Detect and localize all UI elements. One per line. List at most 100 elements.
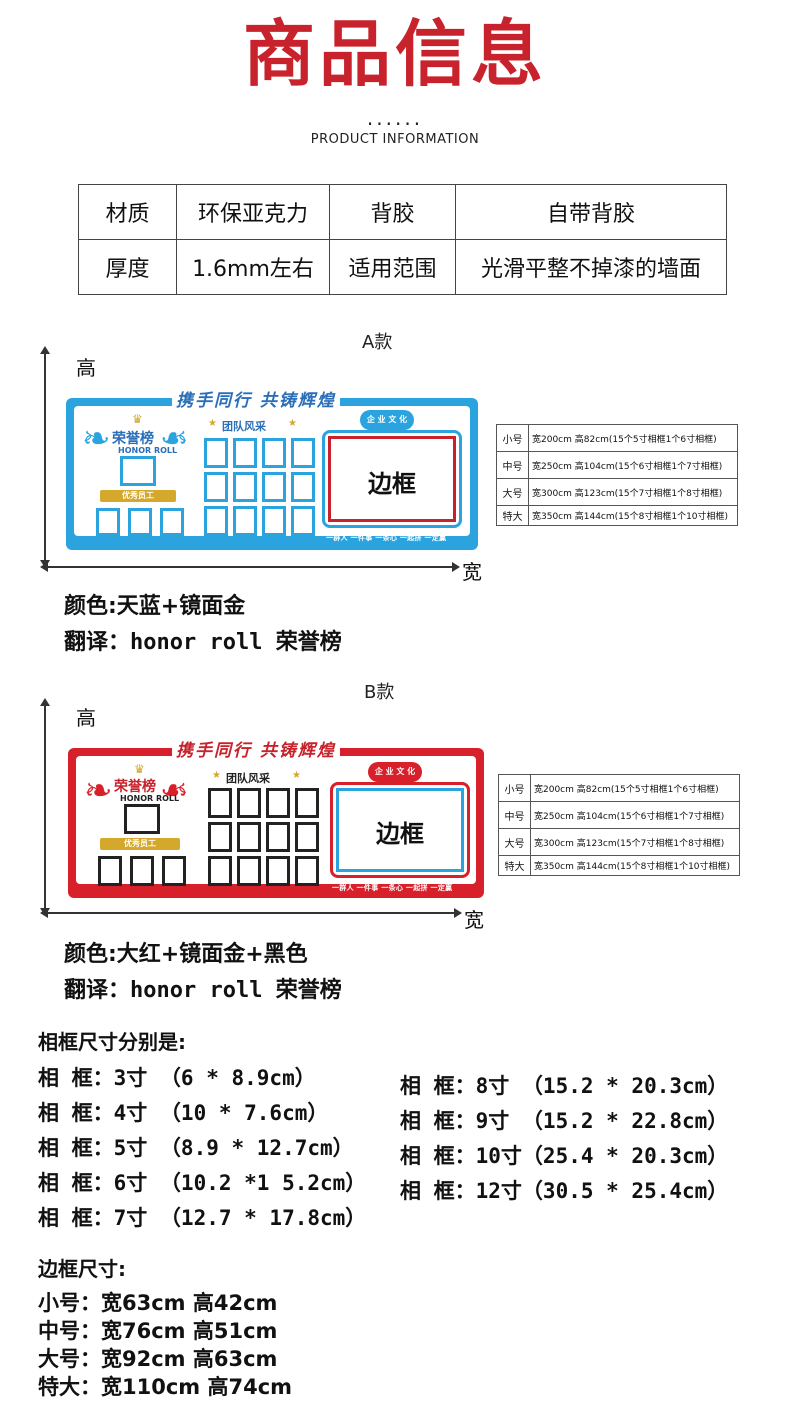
- photo-frame: [162, 856, 186, 886]
- team-photo-frame: [204, 506, 228, 536]
- team-photo-frame: [208, 856, 232, 886]
- size-detail: 宽300cm 高123cm(15个7寸相框1个8寸相框): [530, 828, 740, 856]
- star-icon: ★: [292, 770, 301, 781]
- team-photo-frame: [291, 438, 315, 468]
- star-icon: ★: [208, 418, 217, 429]
- employee-title: 优秀员工: [124, 839, 156, 848]
- team-title: 团队风采: [222, 420, 266, 433]
- size-name: 小号: [496, 424, 529, 452]
- size-detail: 宽200cm 高82cm(15个5寸相框1个6寸相框): [530, 774, 740, 802]
- team-photo-frame: [295, 822, 319, 852]
- frame-size-row: 相 框：3寸 （6 * 8.9cm）: [38, 1066, 316, 1090]
- culture-badge: 企 业 文 化: [360, 410, 414, 430]
- photo-frame: [98, 856, 122, 886]
- arrow-left-icon: [40, 562, 48, 572]
- spec-cell: 厚度: [78, 239, 177, 295]
- color-b: 颜色:大红+镜面金+黑色: [64, 942, 308, 967]
- size-name: 小号: [498, 774, 531, 802]
- wing-left-icon: ❧: [82, 419, 111, 459]
- frame-size-row: 相 框：5寸 （8.9 * 12.7cm）: [38, 1136, 354, 1160]
- team-photo-frame: [266, 788, 290, 818]
- color-a: 颜色:天蓝+镜面金: [64, 594, 246, 619]
- frame-size-row: 相 框：6寸 （10.2 *1 5.2cm）: [38, 1171, 367, 1195]
- width-axis: [44, 566, 456, 568]
- star-icon: ★: [288, 418, 297, 429]
- photo-frame: [128, 508, 152, 536]
- team-photo-frame: [266, 822, 290, 852]
- team-photo-frame: [233, 506, 257, 536]
- size-row: 大号宽300cm 高123cm(15个7寸相框1个8寸相框): [496, 478, 738, 506]
- crown-icon: ♛: [132, 412, 143, 426]
- size-name: 中号: [496, 451, 529, 479]
- team-photo-frame: [237, 822, 261, 852]
- frame-size-row: 相 框：12寸（30.5 * 25.4cm）: [400, 1179, 729, 1203]
- size-row: 大号宽300cm 高123cm(15个7寸相框1个8寸相框): [498, 828, 740, 856]
- size-row: 中号宽250cm 高104cm(15个6寸相框1个7寸相框): [498, 801, 740, 829]
- wing-left-icon: ❧: [84, 771, 113, 811]
- size-row: 中号宽250cm 高104cm(15个6寸相框1个7寸相框): [496, 451, 738, 479]
- team-photo-frame: [237, 856, 261, 886]
- photo-frame: [120, 456, 156, 486]
- team-photo-frame: [262, 506, 286, 536]
- page-subtitle: PRODUCT INFORMATION: [310, 132, 480, 147]
- spec-cell: 自带背胶: [455, 184, 727, 240]
- employee-ribbon: 优秀员工: [100, 490, 176, 502]
- arrow-right-icon: [454, 908, 462, 918]
- border-size-row: 中号：宽76cm 高51cm: [38, 1319, 278, 1343]
- spec-row: 材质 环保亚克力 背胶 自带背胶: [78, 184, 727, 240]
- frame-size-row: 相 框：4寸 （10 * 7.6cm）: [38, 1101, 329, 1125]
- size-detail: 宽200cm 高82cm(15个5寸相框1个6寸相框): [528, 424, 738, 452]
- team-photo-frame: [233, 438, 257, 468]
- board-motto: 一群人 一件事 一条心 一起拼 一定赢: [332, 884, 453, 892]
- size-name: 特大: [498, 855, 531, 876]
- crown-icon: ♛: [134, 762, 145, 776]
- variant-a-label: A款: [362, 332, 393, 353]
- size-detail: 宽350cm 高144cm(15个8寸相框1个10寸相框): [528, 505, 738, 526]
- height-axis: [44, 352, 46, 564]
- honor-title: 荣誉榜: [114, 779, 156, 795]
- honor-subtitle: HONOR ROLL: [118, 446, 178, 455]
- height-label: 高: [76, 706, 96, 730]
- width-label: 宽: [464, 908, 484, 932]
- photo-frame: [96, 508, 120, 536]
- frame-label: 边框: [376, 820, 424, 848]
- spec-table: 材质 环保亚克力 背胶 自带背胶 厚度 1.6mm左右 适用范围 光滑平整不掉漆…: [78, 184, 727, 295]
- team-photo-frame: [262, 438, 286, 468]
- big-frame: [330, 782, 470, 878]
- width-axis: [44, 912, 458, 914]
- spec-cell: 光滑平整不掉漆的墙面: [455, 239, 727, 295]
- size-table-b: 小号宽200cm 高82cm(15个5寸相框1个6寸相框) 中号宽250cm 高…: [498, 774, 740, 876]
- size-name: 特大: [496, 505, 529, 526]
- big-frame-inner: [336, 788, 464, 872]
- frame-sizes-title: 相框尺寸分别是:: [38, 1030, 186, 1054]
- title-dots: ......: [366, 106, 424, 130]
- team-photo-frame: [266, 856, 290, 886]
- size-name: 大号: [498, 828, 531, 856]
- spec-cell: 适用范围: [329, 239, 456, 295]
- border-size-row: 大号：宽92cm 高63cm: [38, 1347, 278, 1371]
- big-frame-inner: [328, 436, 456, 522]
- spec-cell: 环保亚克力: [176, 184, 330, 240]
- size-row: 特大宽350cm 高144cm(15个8寸相框1个10寸相框): [496, 505, 738, 526]
- big-frame: [322, 430, 462, 528]
- arrow-left-icon: [40, 908, 48, 918]
- border-size-row: 特大：宽110cm 高74cm: [38, 1375, 293, 1399]
- team-photo-frame: [204, 472, 228, 502]
- size-name: 大号: [496, 478, 529, 506]
- team-photo-frame: [233, 472, 257, 502]
- spec-row: 厚度 1.6mm左右 适用范围 光滑平整不掉漆的墙面: [78, 239, 727, 295]
- team-photo-frame: [295, 788, 319, 818]
- size-row: 小号宽200cm 高82cm(15个5寸相框1个6寸相框): [496, 424, 738, 452]
- team-photo-frame: [204, 438, 228, 468]
- frame-size-row: 相 框：8寸 （15.2 * 20.3cm）: [400, 1074, 729, 1098]
- board-slogan: 携手同行 共铸辉煌: [172, 736, 340, 761]
- arrow-right-icon: [452, 562, 460, 572]
- size-table-a: 小号宽200cm 高82cm(15个5寸相框1个6寸相框) 中号宽250cm 高…: [496, 424, 738, 526]
- spec-cell: 1.6mm左右: [176, 239, 330, 295]
- arrow-up-icon: [40, 698, 50, 706]
- spec-cell: 背胶: [329, 184, 456, 240]
- frame-size-row: 相 框：10寸（25.4 * 20.3cm）: [400, 1144, 729, 1168]
- team-photo-frame: [262, 472, 286, 502]
- size-name: 中号: [498, 801, 531, 829]
- size-row: 小号宽200cm 高82cm(15个5寸相框1个6寸相框): [498, 774, 740, 802]
